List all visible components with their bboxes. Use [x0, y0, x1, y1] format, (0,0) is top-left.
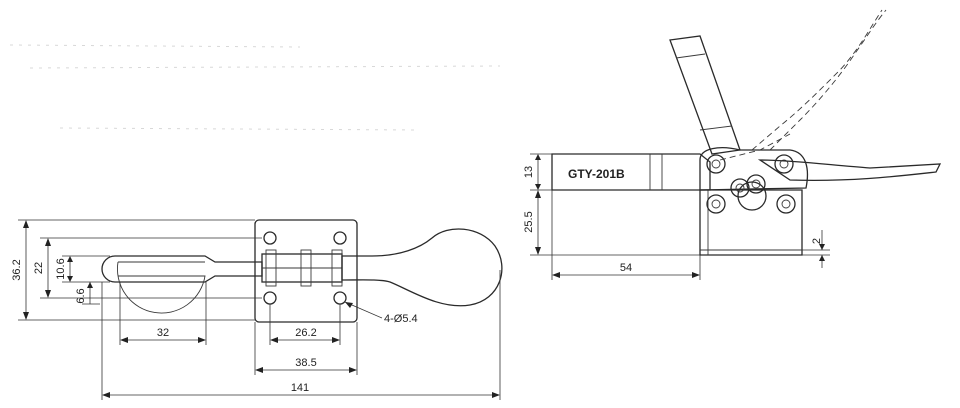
dim-overall-height: 36.2	[11, 259, 23, 280]
lever-open-position	[751, 9, 883, 151]
dim-offset: 6.6	[75, 288, 87, 303]
side-view: GTY-201B 13	[523, 9, 942, 280]
dim-pivot-height: 13	[523, 166, 535, 178]
pivot-pins	[706, 154, 796, 214]
mount-hole	[263, 291, 277, 305]
handle	[341, 228, 503, 307]
upright-arm	[669, 35, 741, 155]
pivot-plate	[699, 147, 809, 191]
mount-hole	[333, 291, 347, 305]
base-plate	[254, 219, 358, 323]
dim-inner-height: 22	[33, 262, 45, 274]
dim-base-length: 54	[620, 262, 632, 274]
scan-artifact	[9, 44, 501, 131]
linkage-open-position	[719, 133, 791, 161]
dim-base-height: 25.5	[523, 211, 535, 232]
dim-overall-length: 141	[291, 382, 309, 394]
mount-hole	[333, 231, 347, 245]
model-label: GTY-201B	[568, 167, 625, 181]
lever-open-position	[769, 9, 887, 151]
dim-bar-height: 10.6	[55, 258, 67, 279]
clamp-body	[551, 153, 711, 191]
bar-slot	[117, 261, 206, 314]
lever-handle	[757, 159, 942, 182]
top-view: 36.2 22 10.6 6.6 32 26.2	[11, 219, 503, 400]
hole-callout: 4-Ø5.4	[384, 313, 418, 325]
dim-hole-spacing: 26.2	[295, 327, 316, 339]
dim-base-width: 38.5	[295, 357, 316, 369]
dim-bar-length: 32	[157, 327, 169, 339]
clamp-bar	[101, 255, 263, 283]
mount-hole	[263, 231, 277, 245]
dim-base-thickness: 2	[811, 238, 823, 244]
